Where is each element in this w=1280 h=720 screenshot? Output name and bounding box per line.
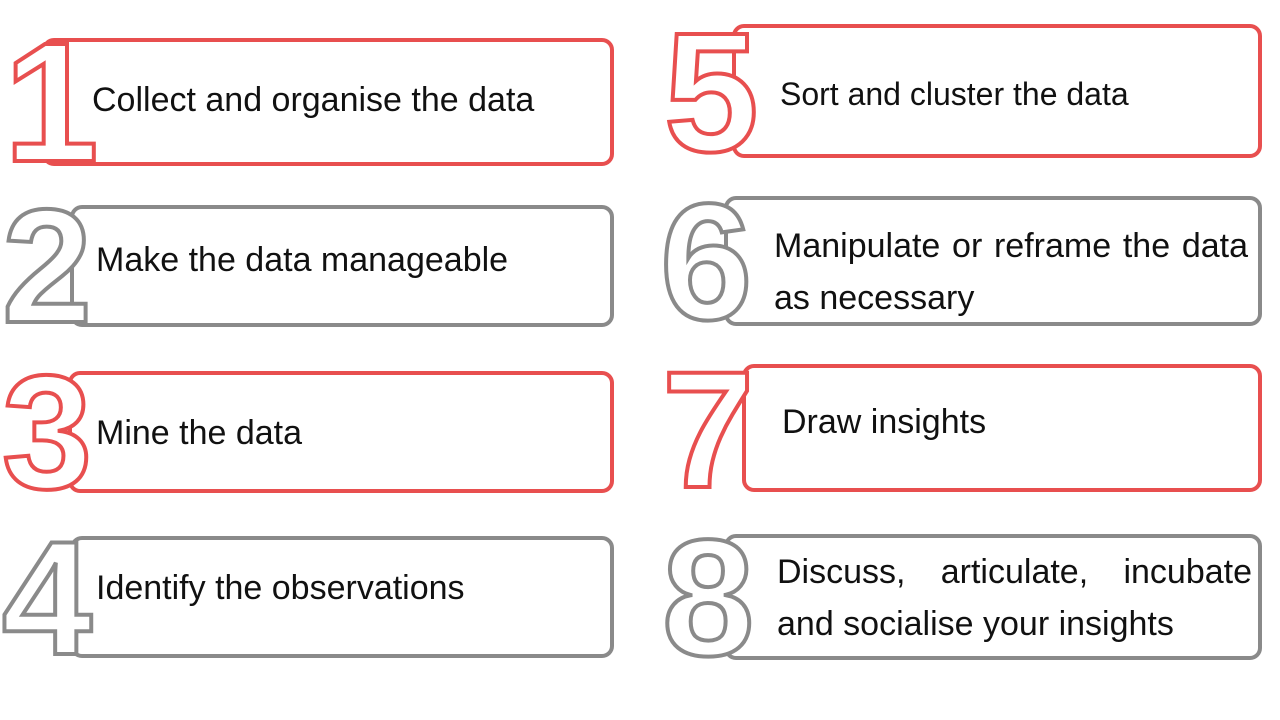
- step-label: Make the data manageable: [96, 241, 509, 279]
- step-box: [70, 536, 614, 658]
- step-box: [68, 371, 614, 493]
- step-label: Draw insights: [782, 403, 987, 441]
- step-label: Discuss, articulate, incubate and social…: [777, 553, 1252, 643]
- step-box: [742, 364, 1262, 492]
- step-box: [70, 205, 614, 327]
- step-label: Collect and organise the data: [92, 81, 535, 119]
- step-box: [724, 196, 1262, 326]
- step-number: 3: [0, 342, 94, 523]
- step-number: 4: [0, 508, 94, 689]
- step-label: Mine the data: [96, 414, 303, 452]
- step-label: Sort and cluster the data: [780, 76, 1129, 112]
- step-label: Manipulate or reframe the data as necess…: [774, 227, 1248, 317]
- step-box: [724, 534, 1262, 660]
- step-number: 1: [2, 8, 101, 198]
- step-box: [42, 38, 614, 166]
- step-number: 6: [658, 170, 754, 355]
- step-label: Identify the observations: [96, 569, 465, 607]
- step-number: 5: [662, 0, 761, 188]
- step-box: [732, 24, 1262, 158]
- step-number: 8: [660, 506, 756, 691]
- step-number: 2: [0, 176, 94, 357]
- step-number: 7: [660, 338, 756, 523]
